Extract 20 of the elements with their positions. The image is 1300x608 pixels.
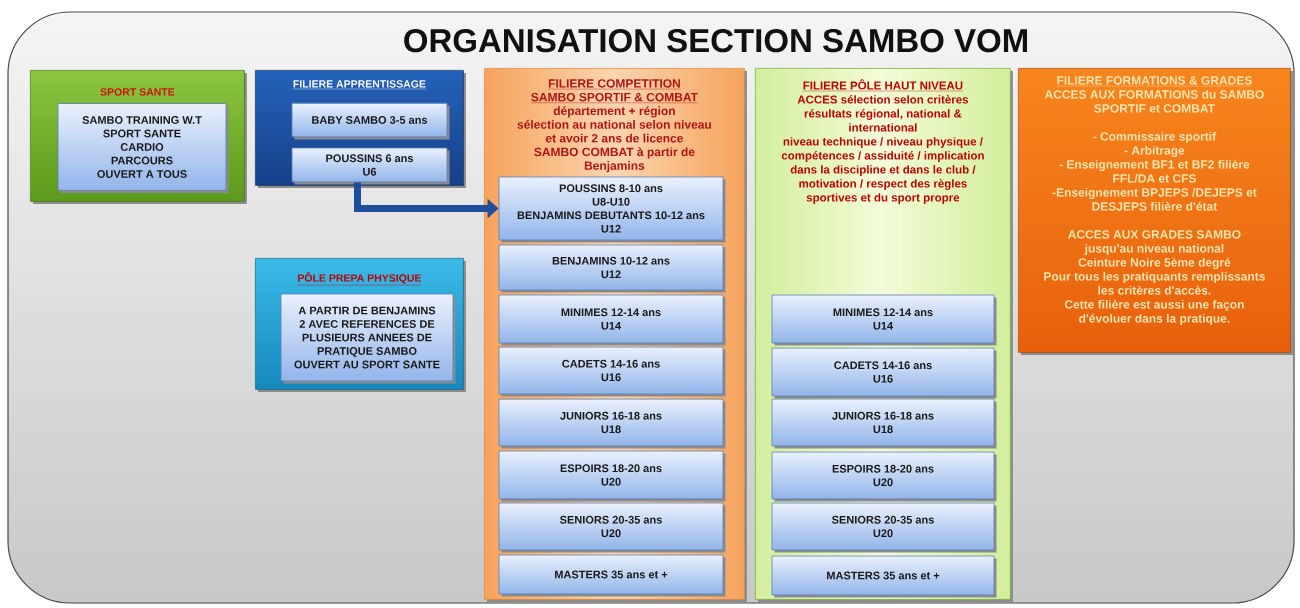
group-box: BABY SAMBO 3-5 ans <box>291 102 450 140</box>
group-box: BENJAMINS 10-12 ans U12 <box>498 244 726 293</box>
group-box: MASTERS 35 ans et + <box>771 555 997 598</box>
group-box: JUNIORS 16-18 ans U18 <box>771 398 997 449</box>
group-box: ESPOIRS 18-20 ans U20 <box>771 451 997 502</box>
group-box: POUSSINS 8-10 ans U8-U10 BENJAMINS DEBUTANTS 10-12 ans U12 <box>498 176 726 243</box>
group-box: JUNIORS 16-18 ans U18 <box>498 398 726 449</box>
group-box: CADETS 14-16 ans U16 <box>498 346 726 397</box>
group-box: CADETS 14-16 ans U16 <box>771 347 997 399</box>
group-box: MINIMES 12-14 ans U14 <box>498 294 726 346</box>
group-box: POUSSINS 6 ans U6 <box>291 147 450 185</box>
title: ORGANISATION SECTION SAMBO VOM <box>404 28 1027 53</box>
track-panel: FILIERE FORMATIONS & GRADES ACCES AUX FORMATIONS du SAMBO SPORTIF et COMBAT - Commissaire sportif - Arbitrage - Enseignement BF1 et BF2 filière FFL/DA et CFS -Enseignement BPJEPS /DEJEPS et DESJEPS filière d'état ACCES AUX GRADES SAMBO jusqu'au niveau national Ceinture Noire 5ème degré Pour tous les pratiquants remplissants les critères d'accès. Cette filière est aussi une façon d'évoluer dans la pratique. <box>1018 68 1293 355</box>
group-box: A PARTIR DE BENJAMINS 2 AVEC REFERENCES DE PLUSIEURS ANNEES DE PRATIQUE SAMBO OUVERT AU SPORT SANTE <box>280 293 456 384</box>
group-box: MINIMES 12-14 ans U14 <box>771 294 997 346</box>
group-box: SENIORS 20-35 ans U20 <box>498 502 726 553</box>
group-box: MASTERS 35 ans et + <box>498 554 726 597</box>
group-box: ESPOIRS 18-20 ans U20 <box>498 450 726 502</box>
group-box: SAMBO TRAINING W.T SPORT SANTE CARDIO PARCOURS OUVERT A TOUS <box>57 103 229 193</box>
group-box: SENIORS 20-35 ans U20 <box>771 502 997 553</box>
